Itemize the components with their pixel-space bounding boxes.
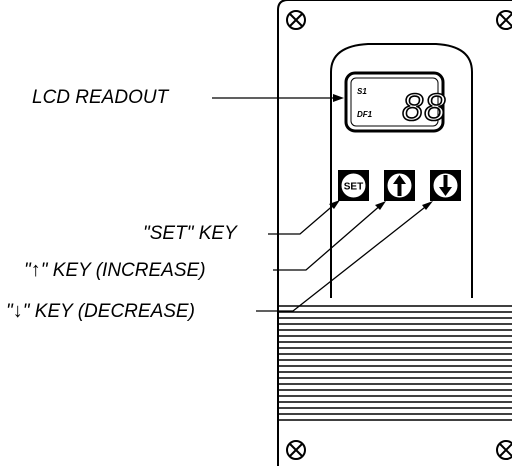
decrease-key-quote-open: " (6, 301, 13, 322)
screw-icon-bottom-left (286, 440, 306, 460)
leader-decrease (256, 203, 430, 312)
set-key[interactable]: SET (338, 170, 369, 201)
heatsink-fins (279, 305, 512, 421)
screw-icon-bottom-right (496, 440, 512, 460)
leader-decrease-arrowhead (422, 201, 433, 210)
increase-key-label-callout: "↑" KEY (INCREASE) (24, 260, 206, 281)
increase-key-quote-open: " (24, 260, 31, 281)
screw-icon-top-right (496, 10, 512, 30)
increase-key[interactable] (384, 170, 415, 201)
enclosure-outline (277, 0, 512, 466)
up-arrow-icon-label: ↑ (30, 259, 41, 281)
lcd-readout-label: LCD READOUT (32, 87, 169, 108)
down-arrow-icon-label: ↓ (12, 300, 23, 322)
down-arrow-icon (439, 175, 452, 196)
set-key-label-callout: "SET" KEY (143, 223, 237, 244)
set-key-label: SET (344, 182, 363, 193)
screw-icon-top-left (286, 10, 306, 30)
leader-increase-arrowhead (375, 201, 386, 210)
lcd-indicator-top: S1 (357, 87, 367, 96)
lcd-digits: 88 (402, 87, 446, 129)
leader-lines (212, 94, 433, 312)
leader-set-arrowhead (329, 200, 340, 209)
decrease-key[interactable] (430, 170, 461, 201)
decrease-key-text: " KEY (DECREASE) (22, 301, 195, 322)
lcd-readout: S1 DF1 88 (344, 71, 446, 133)
decrease-key-label-callout: "↓" KEY (DECREASE) (6, 301, 195, 322)
leader-set (268, 202, 337, 235)
lcd-indicator-bottom: DF1 (357, 110, 373, 119)
up-arrow-icon (393, 175, 406, 196)
increase-key-text: " KEY (INCREASE) (40, 260, 206, 281)
leader-lcd-arrowhead (333, 94, 344, 102)
leader-increase (273, 203, 383, 271)
